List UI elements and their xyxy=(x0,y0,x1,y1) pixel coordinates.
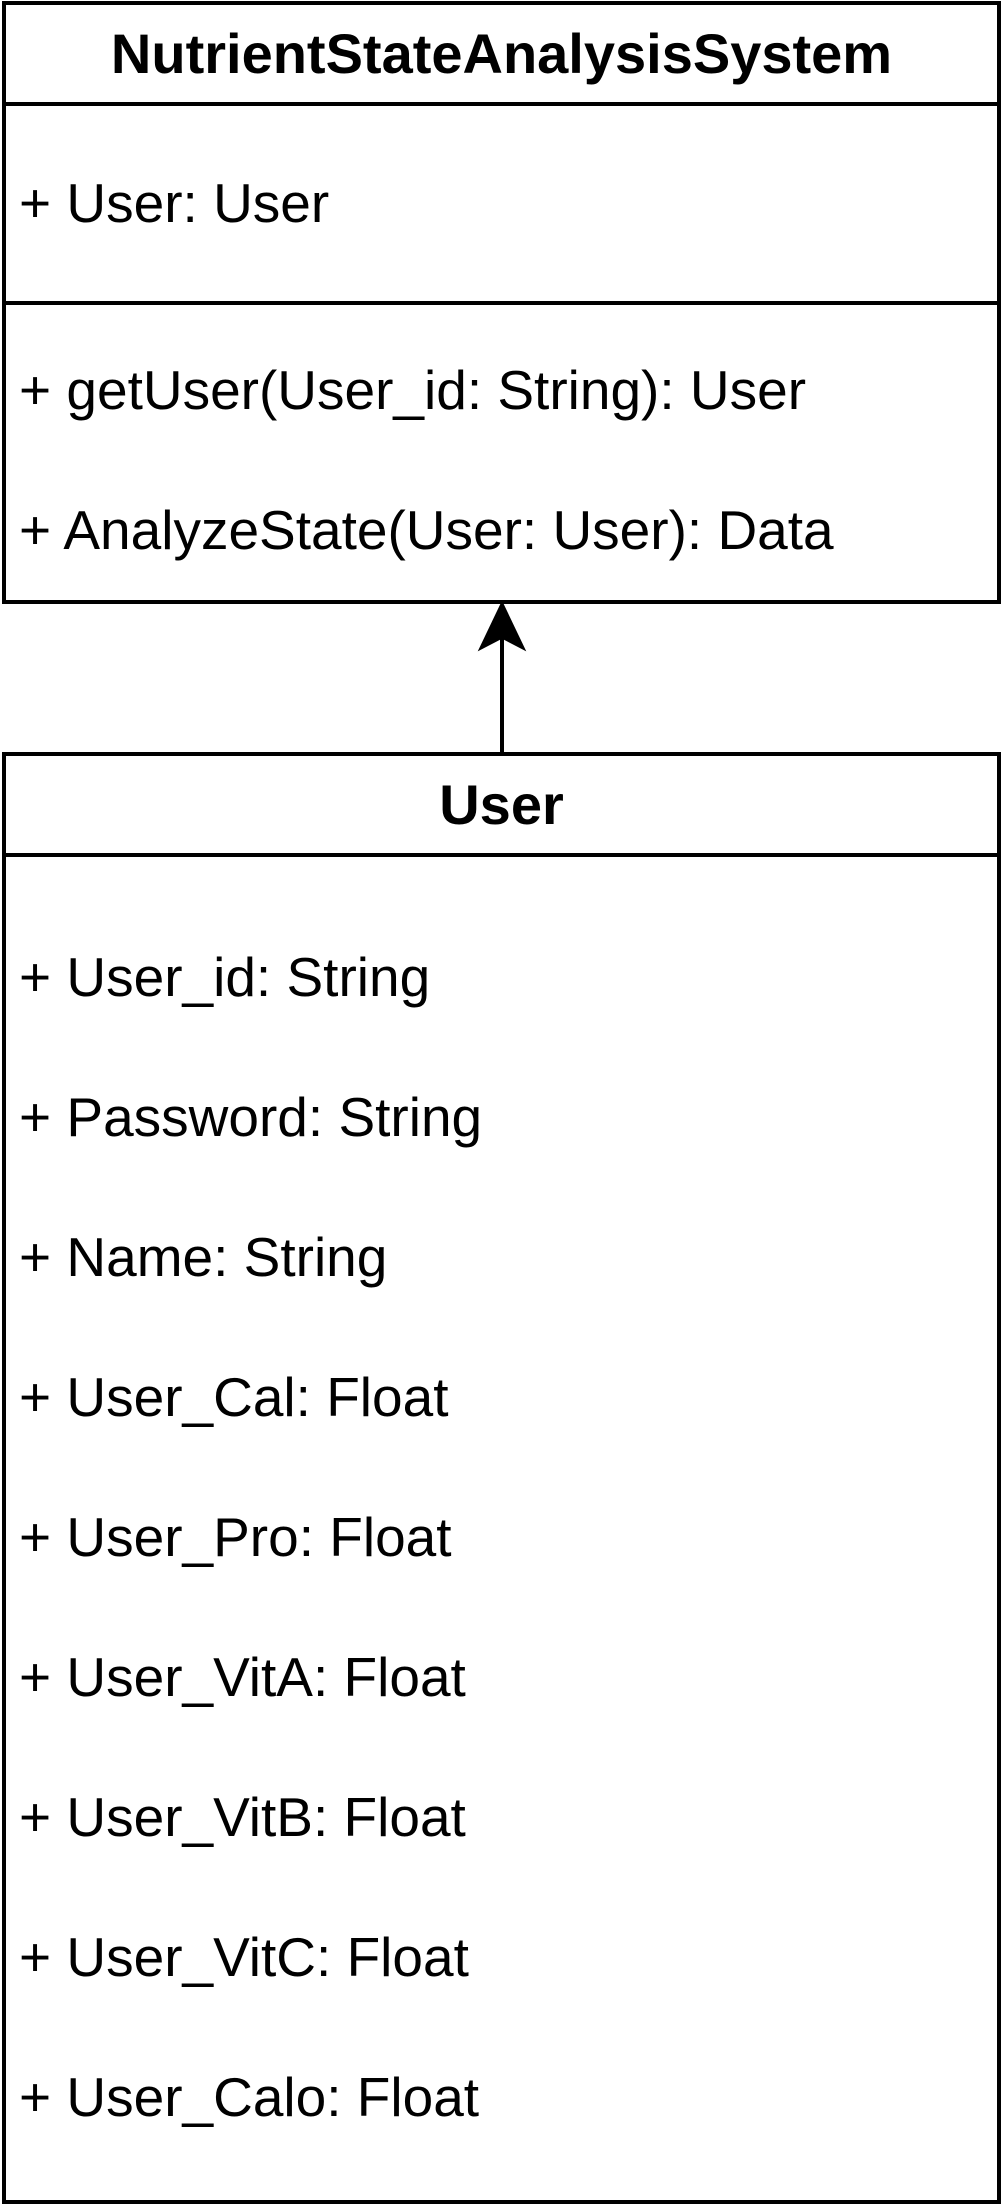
attribute-item: + User_VitC: Float xyxy=(19,1926,469,1988)
arrowhead-icon xyxy=(477,600,527,652)
attributes-compartment: + User: User xyxy=(6,106,997,305)
attributes-compartment: + User_id: String + Password: String + N… xyxy=(6,857,997,2200)
attribute-item: + User_VitB: Float xyxy=(19,1786,466,1848)
class-box-nutrient-state-analysis-system[interactable]: NutrientStateAnalysisSystem + User: User… xyxy=(2,1,1001,604)
attribute-item: + Name: String xyxy=(19,1226,388,1288)
attribute-item: + User_Cal: Float xyxy=(19,1366,449,1428)
attribute-item: + User_Calo: Float xyxy=(19,2066,480,2128)
operations-compartment: + getUser(User_id: String): User + Analy… xyxy=(6,305,997,600)
attribute-item: + User_id: String xyxy=(19,946,431,1008)
class-name: User xyxy=(6,756,997,857)
attribute-item: + User_VitA: Float xyxy=(19,1646,466,1708)
attribute-item: + User: User xyxy=(19,172,330,234)
operation-item: + getUser(User_id: String): User xyxy=(19,359,807,421)
class-name: NutrientStateAnalysisSystem xyxy=(6,5,997,106)
attribute-item: + User_Pro: Float xyxy=(19,1506,452,1568)
class-box-user[interactable]: User + User_id: String + Password: Strin… xyxy=(2,752,1001,2204)
operation-item: + AnalyzeState(User: User): Data xyxy=(19,499,834,561)
attribute-item: + Password: String xyxy=(19,1086,483,1148)
